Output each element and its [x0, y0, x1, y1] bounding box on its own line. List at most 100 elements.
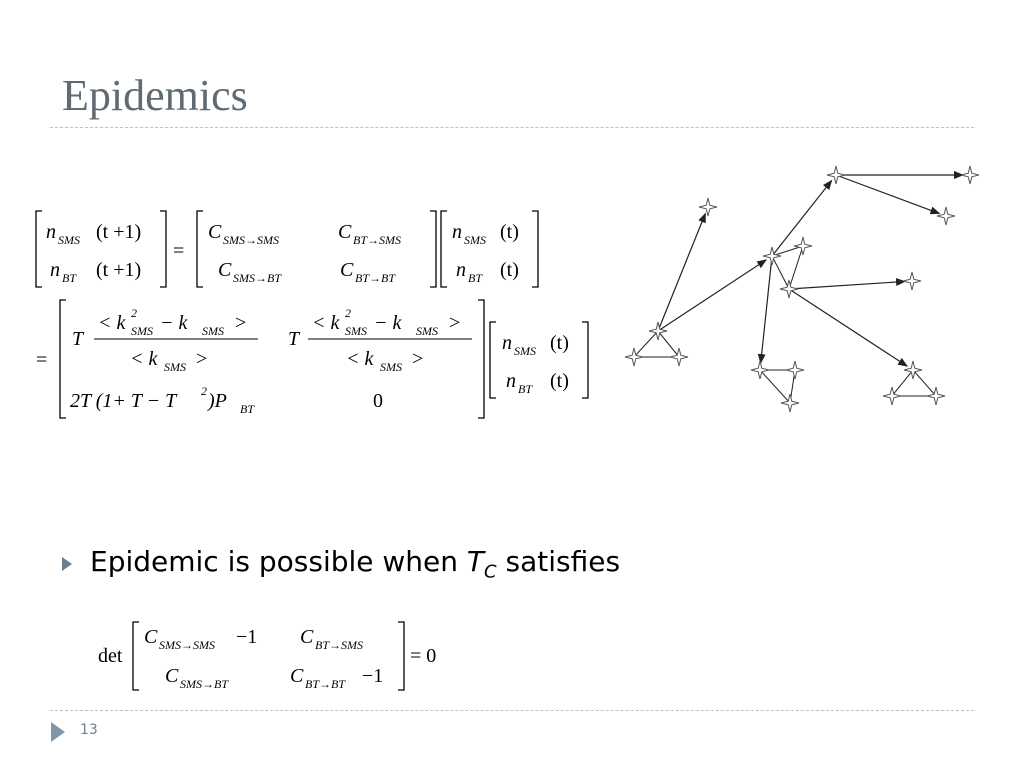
network-node-9	[648, 321, 668, 341]
undirected-edge-3	[771, 245, 804, 257]
eq2-num-sub2-12: SMS	[416, 324, 438, 338]
undirected-edge-8	[759, 369, 791, 404]
eq2-m22: 0	[373, 390, 383, 412]
eq1-rhs-top-n: n	[452, 221, 462, 243]
eq2-vec-top-arg: (t)	[550, 332, 569, 354]
eq1-rhs-right-bracket	[532, 210, 539, 288]
eq1-c22-sub: BT→BT	[355, 271, 396, 285]
eq2-vec-bot-n: n	[506, 370, 516, 392]
network-node-10	[624, 347, 644, 367]
eq2-matrix-right-bracket	[478, 299, 485, 419]
eq2-num-sup-12: 2	[345, 306, 351, 320]
network-node-13	[785, 360, 805, 380]
undirected-edge-1	[657, 330, 680, 358]
eq3-c11-minus: −1	[236, 626, 257, 648]
eq2-m21-sup: 2	[201, 384, 207, 398]
eq1-rhs-bot-n: n	[456, 259, 466, 281]
eq3-equals-zero: = 0	[410, 645, 436, 667]
eq1-equals: =	[173, 240, 184, 262]
eq2-matrix-left-bracket	[59, 299, 66, 419]
eq3-c21: C	[165, 665, 179, 687]
eq1-c12-sub: BT→SMS	[353, 233, 401, 247]
eq3-c21-sub: SMS→BT	[180, 677, 229, 691]
eq1-lhs-bot-n: n	[50, 259, 60, 281]
bullet-text: Epidemic is possible when TC satisfies	[90, 545, 621, 583]
eq2-vec-bot-sub: BT	[518, 382, 533, 396]
eq1-rhs-left-bracket	[440, 210, 447, 288]
directed-edge-1	[657, 259, 767, 332]
eq2-num-sub-12: SMS	[345, 324, 367, 338]
eq2-t-11: T	[72, 328, 85, 350]
eq1-c11: C	[208, 221, 222, 243]
eq1-rhs-bot-sub: BT	[468, 271, 483, 285]
eq1-lhs-top-n: n	[46, 221, 56, 243]
eq2-vec-top-n: n	[502, 332, 512, 354]
eq2-num-sub2-11: SMS	[202, 324, 224, 338]
eq2-m21-mid: )P	[207, 390, 227, 412]
eq2-num-sub-11: SMS	[131, 324, 153, 338]
directed-edge-2	[771, 179, 833, 257]
eq1-matrix-left-bracket	[196, 210, 203, 288]
footer-arrow-icon	[51, 722, 65, 742]
eq3-c11: C	[144, 626, 158, 648]
eq1-c11-sub: SMS→SMS	[223, 233, 279, 247]
eq1-rhs-top-sub: SMS	[464, 233, 486, 247]
eq3-right-bracket	[398, 621, 405, 691]
eq1-c21-sub: SMS→BT	[233, 271, 282, 285]
eq2-num-mid-11: − k	[160, 312, 188, 334]
undirected-edge-4	[788, 245, 804, 290]
eq3-c22: C	[290, 665, 304, 687]
eq3-c12: C	[300, 626, 314, 648]
network-node-8	[902, 271, 922, 291]
eq2-t-12: T	[288, 328, 301, 350]
network-diagram	[624, 165, 980, 413]
eq1-rhs-bot-arg: (t)	[500, 259, 519, 281]
eq2-m21: 2T (1+ T − T	[70, 390, 178, 412]
eq1-lhs-bot-arg: (t +1)	[96, 259, 141, 281]
eq2-den-12: < k	[346, 348, 374, 370]
network-node-12	[750, 360, 770, 380]
slide-title: Epidemics	[62, 71, 248, 120]
eq2-equals: =	[36, 349, 47, 371]
eq2-den-sub-11: SMS	[164, 360, 186, 374]
equation-1: n SMS (t +1) n BT (t +1) = C SMS→SMS C B…	[35, 210, 539, 288]
eq3-c22-minus: −1	[362, 665, 383, 687]
eq2-num-sup-11: 2	[131, 306, 137, 320]
eq2-den-end-11: >	[196, 348, 207, 370]
eq1-lhs-top-arg: (t +1)	[96, 221, 141, 243]
eq2-num-12: < k	[312, 312, 340, 334]
eq1-lhs-top-sub: SMS	[58, 233, 80, 247]
eq2-num-mid-12: − k	[374, 312, 402, 334]
eq2-m21-sub: BT	[240, 402, 255, 416]
eq2-vec-bot-arg: (t)	[550, 370, 569, 392]
bullet-epidemic-condition: Epidemic is possible when TC satisfies	[62, 545, 620, 583]
eq2-num-end-11: >	[235, 312, 246, 334]
network-node-5	[762, 246, 782, 266]
undirected-edge-9	[891, 369, 914, 397]
undirected-edge-0	[633, 330, 659, 358]
network-node-17	[926, 386, 946, 406]
eq1-rhs-top-arg: (t)	[500, 221, 519, 243]
eq3-c12-sub: BT→SMS	[315, 638, 363, 652]
directed-edge-4	[835, 174, 941, 215]
network-node-7	[779, 279, 799, 299]
network-node-15	[903, 360, 923, 380]
network-node-16	[882, 386, 902, 406]
eq1-lhs-bot-sub: BT	[62, 271, 77, 285]
undirected-edge-10	[912, 369, 937, 397]
title-divider	[50, 127, 974, 128]
directed-edge-5	[788, 278, 907, 290]
footer-divider	[50, 710, 974, 711]
eq1-c22: C	[340, 259, 354, 281]
eq2-vec-top-sub: SMS	[514, 344, 536, 358]
undirected-edge-5	[771, 255, 790, 290]
network-node-1	[698, 197, 718, 217]
directed-edge-0	[657, 212, 706, 332]
eq1-lhs-left-bracket	[35, 210, 42, 288]
directed-edge-6	[757, 255, 773, 365]
network-node-4	[936, 206, 956, 226]
network-node-2	[826, 165, 846, 185]
eq1-matrix-right-bracket	[430, 210, 437, 288]
eq2-vec-right-bracket	[582, 321, 589, 399]
